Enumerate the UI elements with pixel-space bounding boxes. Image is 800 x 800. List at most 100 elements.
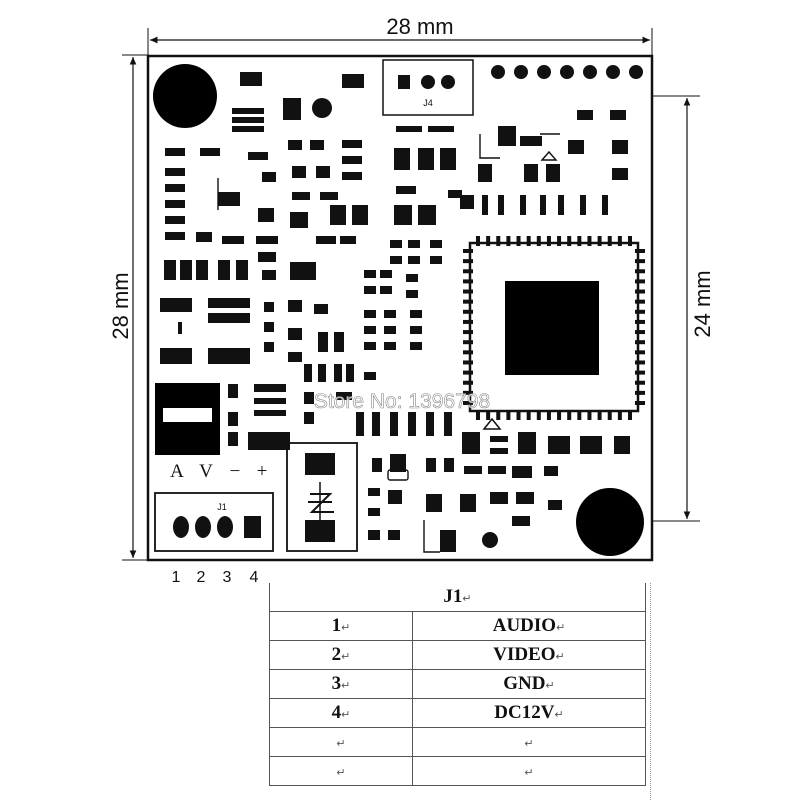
para-mark: ↵ xyxy=(336,767,346,779)
para-mark: ↵ xyxy=(554,709,564,721)
ic-pin xyxy=(628,410,632,420)
ic-pin xyxy=(557,236,562,246)
table-row: ↵ ↵ xyxy=(269,756,646,786)
j1-board-label: J1 xyxy=(217,502,227,512)
ic-pin xyxy=(463,360,473,365)
para-mark: ↵ xyxy=(336,738,346,750)
ic-pin xyxy=(476,410,480,420)
para-mark: ↵ xyxy=(341,622,351,634)
inductor-block xyxy=(155,383,220,455)
mount-hole-top-left xyxy=(153,64,217,128)
ic-pin xyxy=(635,350,645,355)
pin-cell: 1 xyxy=(331,615,342,636)
ic-pin xyxy=(635,249,645,253)
ic-pin xyxy=(463,289,473,294)
ic-pin xyxy=(597,410,602,420)
para-mark: ↵ xyxy=(556,622,566,634)
j4-label: J4 xyxy=(423,98,433,108)
para-mark: ↵ xyxy=(524,767,534,779)
ic-pin xyxy=(635,340,645,345)
ic-pin xyxy=(635,309,645,314)
mount-hole-bottom-right xyxy=(576,488,644,556)
ic-pin xyxy=(587,410,592,420)
table-row: 3↵ GND↵ xyxy=(269,669,646,699)
ic-pin xyxy=(463,401,473,405)
para-mark: ↵ xyxy=(462,593,472,605)
ic-pin xyxy=(463,390,473,395)
table-title-text: J1 xyxy=(443,586,463,607)
ic-pin xyxy=(635,370,645,375)
ic-pin xyxy=(557,410,562,420)
silk-label-minus: − xyxy=(230,461,241,482)
ic-pin xyxy=(617,410,622,420)
ic-pin xyxy=(546,410,551,420)
silk-label-v: V xyxy=(199,461,213,482)
j4-connector: J4 xyxy=(382,59,474,116)
ic-pin xyxy=(635,380,645,385)
ic-pin xyxy=(463,259,473,264)
pin-number-2: 2 xyxy=(197,569,206,586)
ic-pin xyxy=(635,299,645,304)
ic-pin xyxy=(635,360,645,365)
ic-pin xyxy=(486,236,491,246)
ic-pin xyxy=(463,370,473,375)
ic-pin xyxy=(463,299,473,304)
ic-pin xyxy=(635,330,645,335)
width-label: 28 mm xyxy=(386,14,453,39)
pin-header-top-right xyxy=(491,65,643,79)
pin-number-3: 3 xyxy=(223,569,232,586)
ic-pin xyxy=(516,236,521,246)
ic-pin xyxy=(567,410,572,420)
table-row: 2↵ VIDEO↵ xyxy=(269,640,646,670)
ic-pin xyxy=(617,236,622,246)
width-dimension: 28 mm xyxy=(147,14,653,55)
ic-pin xyxy=(587,236,592,246)
table-title: J1↵ xyxy=(269,583,646,612)
para-mark: ↵ xyxy=(341,709,351,721)
ic-pin xyxy=(577,236,582,246)
para-mark: ↵ xyxy=(524,738,534,750)
component-outlines xyxy=(217,133,560,553)
para-mark: ↵ xyxy=(341,651,351,663)
pin-cell: 3 xyxy=(331,673,342,694)
ic-pin xyxy=(496,236,501,246)
ic-pin xyxy=(536,236,541,246)
signal-cell: VIDEO xyxy=(493,644,556,665)
ic-pin xyxy=(463,340,473,345)
right-dimension-label: 24 mm xyxy=(690,270,715,337)
ic-pin xyxy=(463,319,473,324)
ic-pin xyxy=(635,401,645,405)
silk-label-plus: + xyxy=(257,461,268,482)
table-edge-dotted-line xyxy=(650,583,651,800)
ic-pin xyxy=(496,410,501,420)
para-mark: ↵ xyxy=(545,680,555,692)
ic-pin xyxy=(635,279,645,284)
ic-pin xyxy=(486,410,491,420)
ic-pin xyxy=(577,410,582,420)
table-row: ↵ ↵ xyxy=(269,727,646,757)
pin-cell: 2 xyxy=(331,644,342,665)
smd-components xyxy=(160,72,630,552)
ic-pin xyxy=(506,236,511,246)
ic-pin xyxy=(526,410,531,420)
j1-pinout-table: J1↵ 1↵ AUDIO↵ 2↵ VIDEO↵ 3↵ GND↵ 4↵ DC12V… xyxy=(269,583,646,786)
height-dimension: 28 mm xyxy=(108,54,148,561)
ic-pin xyxy=(516,410,521,420)
ic-pin xyxy=(463,330,473,335)
ic-pin xyxy=(536,410,541,420)
para-mark: ↵ xyxy=(555,651,565,663)
ic-pin xyxy=(567,236,572,246)
j1-connector: J1 xyxy=(154,492,274,552)
ic-pin xyxy=(546,236,551,246)
ic-pin xyxy=(635,390,645,395)
signal-cell: DC12V xyxy=(494,702,555,723)
ic-pin xyxy=(476,236,480,246)
ic-pin xyxy=(506,410,511,420)
ic-pin xyxy=(597,236,602,246)
ic-pin xyxy=(463,249,473,253)
store-watermark: Store No: 1396798 xyxy=(314,390,490,413)
pin-number-1: 1 xyxy=(172,569,181,586)
pin-number-4: 4 xyxy=(250,569,259,586)
height-label: 28 mm xyxy=(108,272,133,339)
